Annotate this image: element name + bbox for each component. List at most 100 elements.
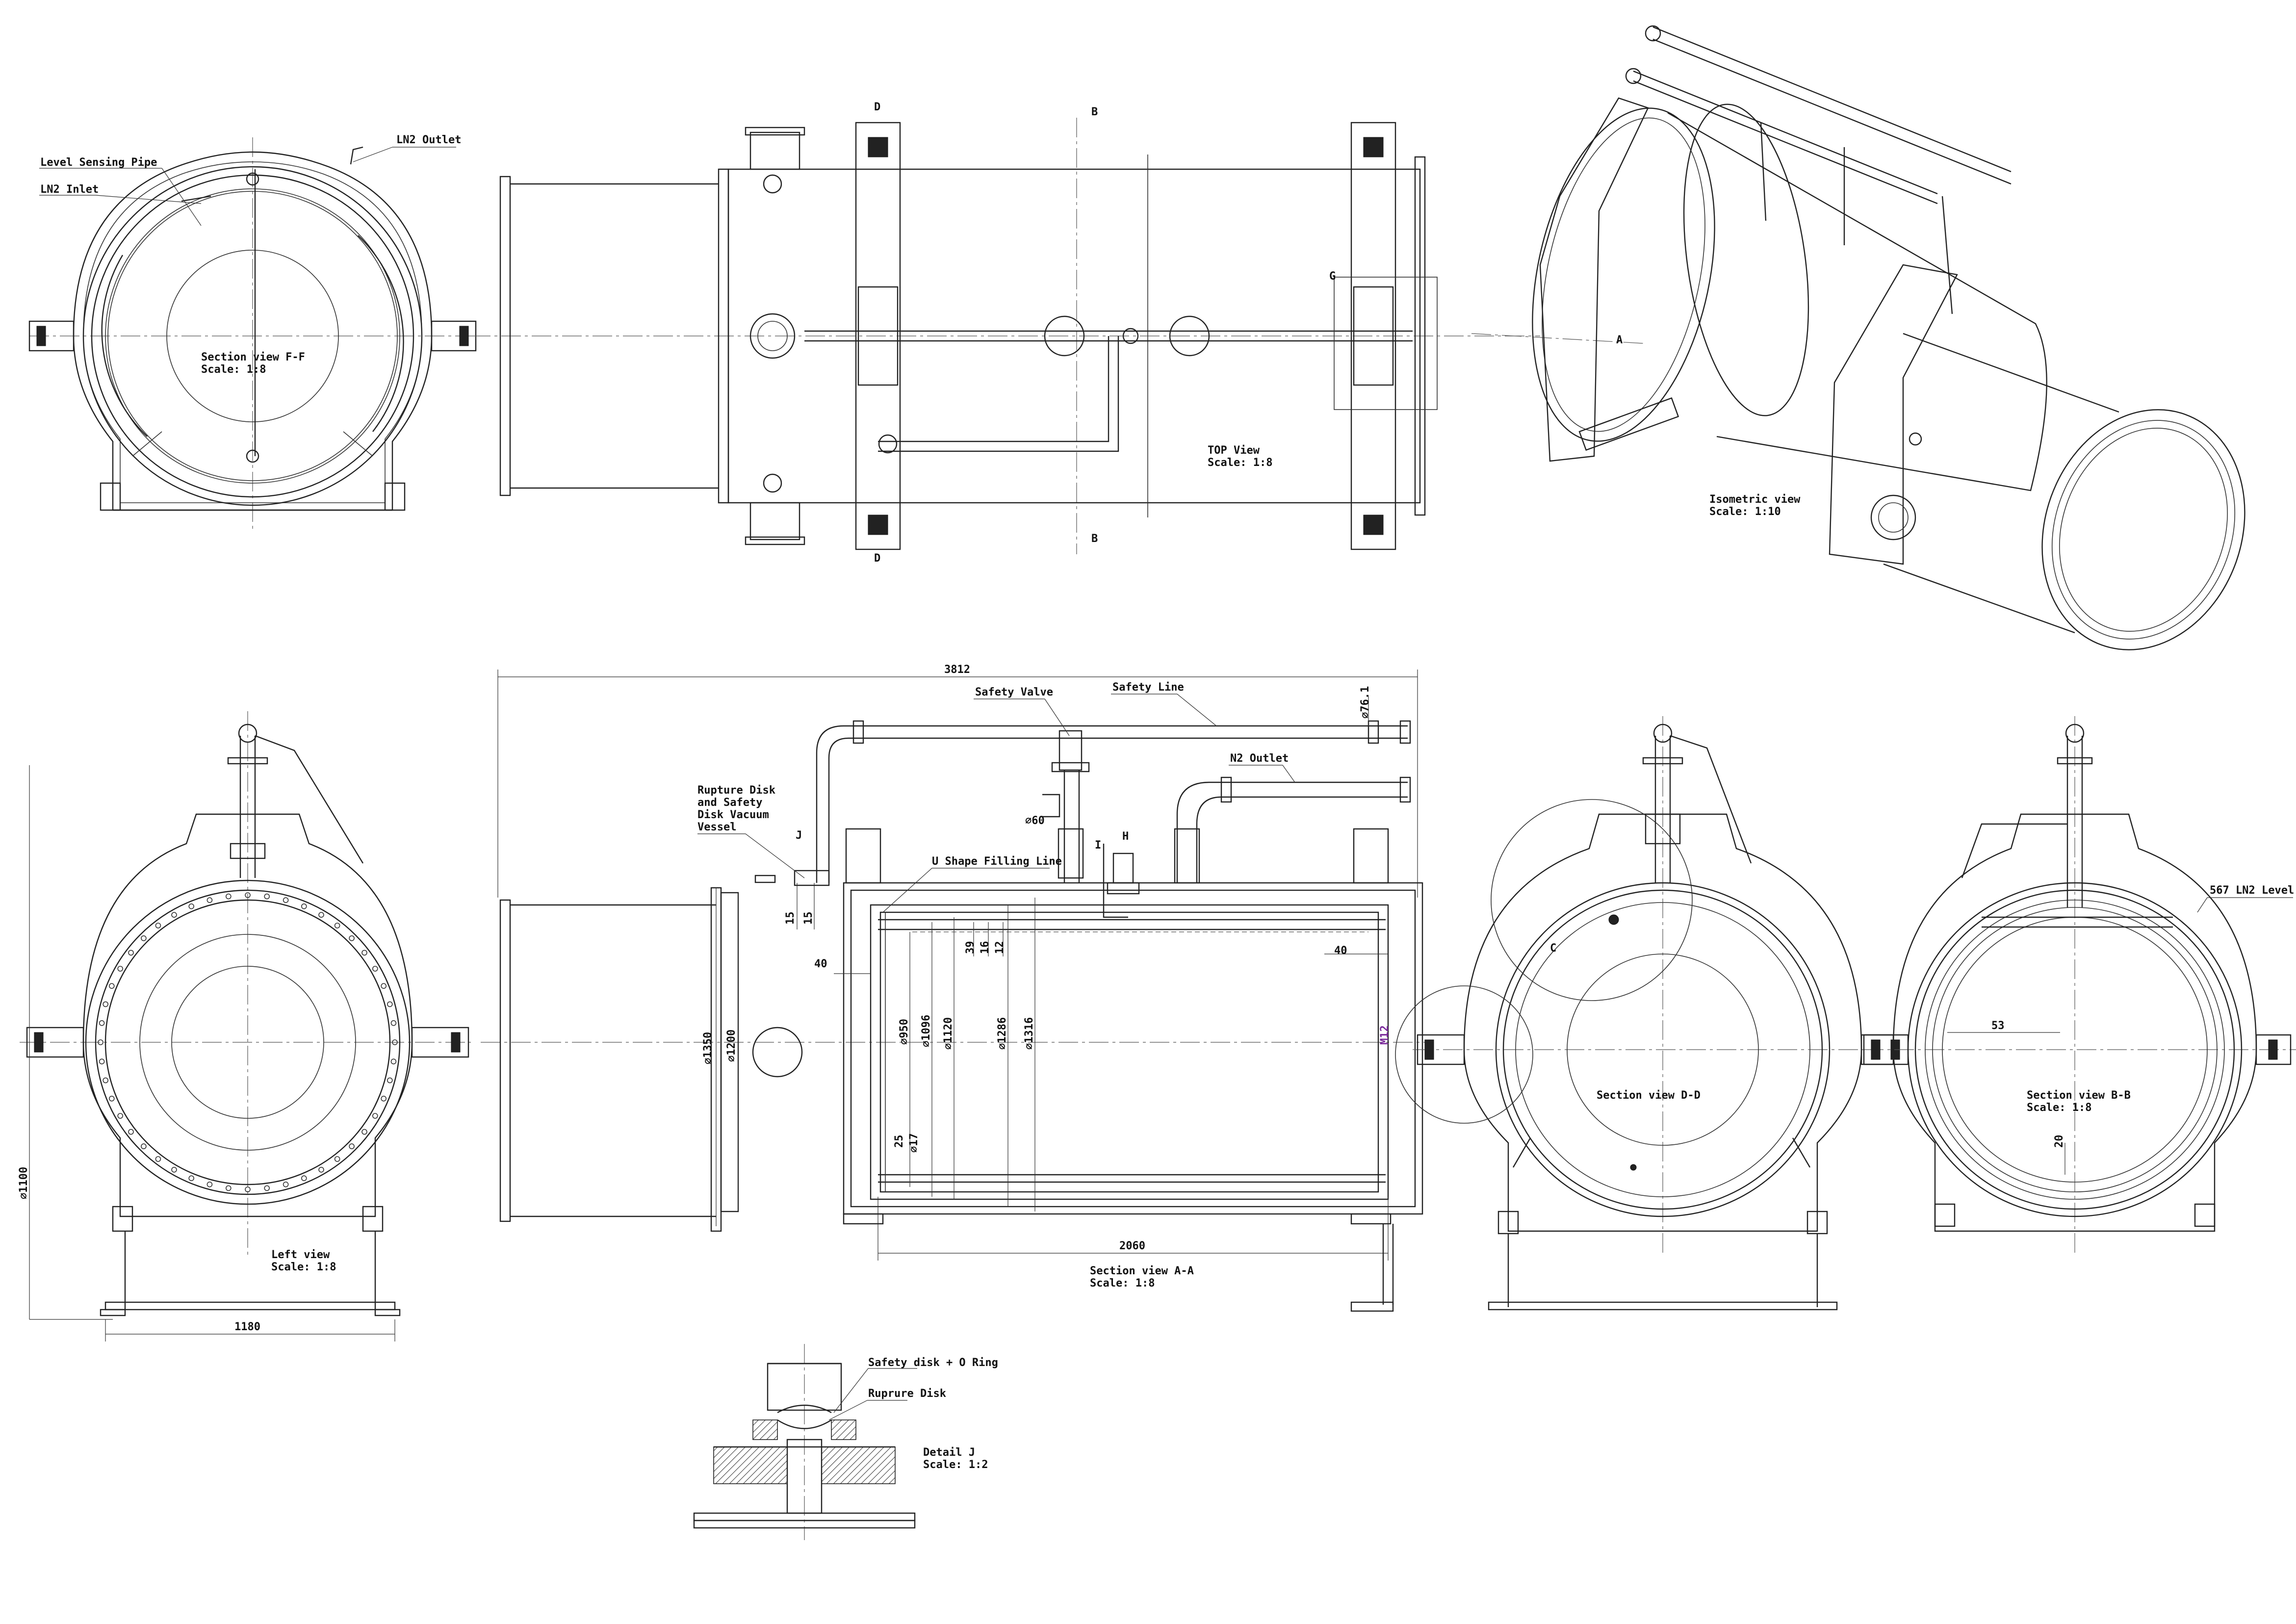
callout-ruprure-disk: Ruprure Disk bbox=[868, 1388, 946, 1400]
view-scale-detail-j: Scale: 1:2 bbox=[923, 1459, 988, 1471]
view-title-left: Left view bbox=[271, 1249, 330, 1261]
dim-dia1200: ⌀1200 bbox=[725, 1030, 738, 1062]
view-title-section-aa: Section view A-A bbox=[1090, 1265, 1194, 1277]
bolt-hole bbox=[390, 1020, 397, 1026]
callout-rupture-disk-4: Vessel bbox=[697, 821, 736, 833]
dim-20: 20 bbox=[2053, 1135, 2065, 1148]
bolt-hole bbox=[334, 923, 340, 928]
top-view: D D B B G TOP View Scale: 1:8 bbox=[471, 101, 1540, 565]
bolt-hole bbox=[334, 1156, 340, 1162]
callout-u-shape-filling-line: U Shape Filling Line bbox=[932, 855, 1062, 868]
bolt-hole bbox=[99, 1020, 105, 1026]
bolt-hole bbox=[171, 1167, 177, 1173]
bolt-hole bbox=[128, 1129, 134, 1135]
bolt-hole bbox=[283, 897, 289, 903]
bolt-hole bbox=[109, 1096, 115, 1102]
section-mark-c: C bbox=[1550, 942, 1556, 954]
view-title-isometric: Isometric view bbox=[1709, 493, 1801, 506]
section-mark-j: J bbox=[796, 829, 802, 842]
callout-safety-valve: Safety Valve bbox=[975, 686, 1053, 698]
bolt-hole bbox=[392, 1039, 398, 1045]
bolt-hole bbox=[188, 903, 195, 909]
bolt-hole bbox=[103, 1001, 108, 1007]
bolt-hole bbox=[109, 983, 115, 989]
view-title-top: TOP View bbox=[1208, 444, 1260, 457]
callout-level-sensing-pipe: Level Sensing Pipe bbox=[40, 156, 157, 169]
bolt-hole bbox=[245, 892, 251, 898]
callout-rupture-disk-3: Disk Vacuum bbox=[697, 809, 769, 821]
view-title-detail-j: Detail J bbox=[923, 1446, 975, 1459]
callout-n2-outlet: N2 Outlet bbox=[1230, 752, 1289, 765]
bolt-hole bbox=[128, 950, 134, 956]
dim-12: 12 bbox=[994, 941, 1006, 954]
view-title-section-ff: Section view F-F bbox=[201, 351, 305, 363]
bolt-hole bbox=[141, 1143, 147, 1149]
bolt-hole bbox=[381, 983, 387, 989]
bolt-hole bbox=[318, 912, 324, 918]
dim-40-b: 40 bbox=[1334, 945, 1347, 957]
bolt-hole bbox=[361, 1129, 367, 1135]
dim-dia1350: ⌀1350 bbox=[702, 1032, 714, 1064]
bolt-hole bbox=[372, 966, 378, 972]
bolt-hole bbox=[372, 1113, 378, 1119]
bolt-hole bbox=[171, 912, 177, 918]
dim-dia17: ⌀17 bbox=[908, 1133, 920, 1153]
callout-safety-disk-oring: Safety disk + O Ring bbox=[868, 1357, 998, 1369]
bolt-hole bbox=[188, 1175, 195, 1181]
dim-dia1316: ⌀1316 bbox=[1023, 1017, 1035, 1050]
callout-safety-line: Safety Line bbox=[1112, 681, 1184, 694]
callout-rupture-disk-2: and Safety bbox=[697, 797, 762, 809]
bolt-hole bbox=[225, 893, 232, 900]
view-scale-isometric: Scale: 1:10 bbox=[1709, 506, 1781, 518]
bolt-hole bbox=[245, 1186, 251, 1192]
bolt-hole bbox=[99, 1058, 105, 1064]
bolt-hole bbox=[206, 1182, 213, 1187]
bolt-hole bbox=[361, 950, 367, 956]
callout-ln2-level: 567 LN2 Level bbox=[2210, 884, 2294, 897]
bolt-hole bbox=[264, 1185, 270, 1191]
dim-dia950: ⌀950 bbox=[898, 1019, 910, 1045]
section-view-aa: 3812 ⌀1350 ⌀1200 ⌀950 ⌀1096 bbox=[481, 664, 1432, 1312]
dim-53: 53 bbox=[1991, 1020, 2005, 1032]
dim-pipe-dia: ⌀76.1 bbox=[1359, 686, 1371, 719]
dim-dia1100: ⌀1100 bbox=[18, 1167, 30, 1199]
view-scale-section-ff: Scale: 1:8 bbox=[201, 363, 266, 376]
section-mark-b-top: B bbox=[1091, 106, 1098, 118]
bolt-hole bbox=[387, 1001, 393, 1007]
left-view: ⌀1100 1180 Left view Scale: 1:8 bbox=[18, 711, 471, 1341]
dim-dia1096: ⌀1096 bbox=[920, 1015, 932, 1047]
callout-ln2-outlet: LN2 Outlet bbox=[396, 134, 461, 146]
bolt-hole bbox=[318, 1167, 324, 1173]
bolt-hole bbox=[301, 903, 307, 909]
section-mark-h: H bbox=[1122, 830, 1129, 843]
dim-dia60: ⌀60 bbox=[1025, 815, 1045, 827]
callout-ln2-inlet: LN2 Inlet bbox=[40, 183, 99, 196]
bolt-hole bbox=[141, 935, 147, 941]
detail-j: Safety disk + O Ring Ruprure Disk Detail… bbox=[693, 1344, 998, 1540]
isometric-view: A Isometric view Scale: 1:10 bbox=[1471, 25, 2245, 650]
flange-bolt-circle bbox=[98, 892, 398, 1192]
section-view-dd: C Section view D-D bbox=[1395, 716, 1909, 1311]
section-view-bb: 53 20 567 LN2 Level Section view B-B Sca… bbox=[1863, 716, 2296, 1256]
bolt-hole bbox=[117, 966, 123, 972]
bolt-hole bbox=[387, 1077, 393, 1083]
view-title-section-dd: Section view D-D bbox=[1597, 1089, 1701, 1102]
dim-3812: 3812 bbox=[944, 664, 970, 676]
bolt-hole bbox=[98, 1039, 103, 1045]
section-mark-b-bottom: B bbox=[1091, 533, 1098, 545]
bolt-hole bbox=[225, 1185, 232, 1191]
dim-40-a: 40 bbox=[814, 958, 827, 970]
bolt-hole bbox=[155, 1156, 161, 1162]
dim-25: 25 bbox=[893, 1135, 905, 1148]
bolt-hole bbox=[155, 923, 161, 928]
bolt-hole bbox=[283, 1182, 289, 1187]
dim-39: 39 bbox=[964, 941, 977, 954]
section-mark-d-top: D bbox=[874, 101, 880, 113]
dim-15-b: 15 bbox=[802, 912, 815, 925]
callout-rupture-disk-1: Rupture Disk bbox=[697, 784, 775, 797]
dim-dia1120: ⌀1120 bbox=[942, 1017, 955, 1050]
dim-16: 16 bbox=[979, 941, 991, 954]
bolt-hole bbox=[117, 1113, 123, 1119]
section-mark-i: I bbox=[1095, 839, 1101, 851]
